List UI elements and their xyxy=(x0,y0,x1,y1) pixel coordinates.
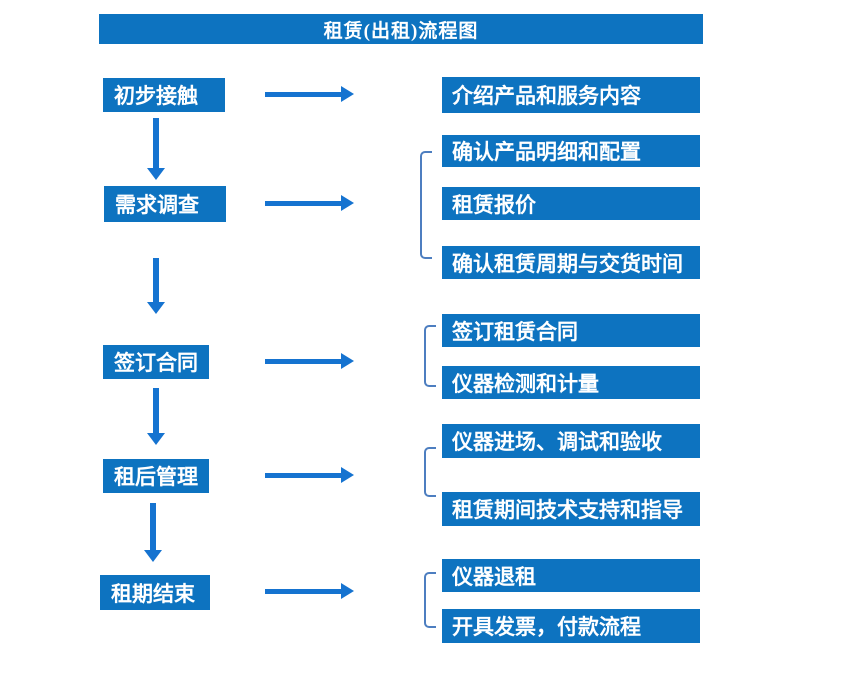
right-arrow-icon xyxy=(265,467,354,483)
down-arrow-icon xyxy=(147,388,165,445)
detail-label: 租赁报价 xyxy=(452,192,536,217)
right-arrow-icon xyxy=(265,195,354,211)
detail-box-instrument-setup-acceptance: 仪器进场、调试和验收 xyxy=(442,424,700,458)
detail-box-introduce-products: 介绍产品和服务内容 xyxy=(442,77,700,113)
detail-label: 开具发票，付款流程 xyxy=(452,615,641,639)
detail-label: 仪器退租 xyxy=(452,564,536,589)
flowchart-title: 租赁(出租)流程图 xyxy=(323,20,479,42)
detail-box-technical-support: 租赁期间技术支持和指导 xyxy=(442,492,700,526)
step-box-rental-end: 租期结束 xyxy=(100,575,210,610)
detail-label: 仪器检测和计量 xyxy=(452,371,599,396)
group-bracket xyxy=(424,572,436,628)
group-bracket xyxy=(420,151,432,259)
right-arrow-icon xyxy=(265,353,354,369)
detail-label: 签订租赁合同 xyxy=(452,319,578,344)
detail-box-confirm-period-delivery: 确认租赁周期与交货时间 xyxy=(442,246,700,279)
down-arrow-icon xyxy=(147,118,165,180)
detail-box-invoice-payment: 开具发票，付款流程 xyxy=(442,609,700,643)
right-arrow-icon xyxy=(265,86,354,102)
step-label: 签订合同 xyxy=(114,351,198,375)
detail-box-sign-rental-contract: 签订租赁合同 xyxy=(442,314,700,347)
detail-box-rental-quote: 租赁报价 xyxy=(442,187,700,220)
detail-box-confirm-product-config: 确认产品明细和配置 xyxy=(442,135,700,167)
detail-box-instrument-testing: 仪器检测和计量 xyxy=(442,366,700,399)
group-bracket xyxy=(424,325,436,387)
right-arrow-icon xyxy=(265,583,354,599)
step-label: 租后管理 xyxy=(114,465,198,489)
step-box-initial-contact: 初步接触 xyxy=(103,78,225,112)
down-arrow-icon xyxy=(144,503,162,562)
step-box-sign-contract: 签订合同 xyxy=(103,345,209,379)
detail-box-instrument-return: 仪器退租 xyxy=(442,559,700,592)
detail-label: 确认租赁周期与交货时间 xyxy=(452,251,683,276)
step-box-post-rental-management: 租后管理 xyxy=(103,459,209,493)
down-arrow-icon xyxy=(147,258,165,314)
step-label: 初步接触 xyxy=(114,84,198,108)
flowchart-title-bar: 租赁(出租)流程图 xyxy=(99,14,703,44)
step-label: 需求调查 xyxy=(115,193,199,217)
detail-label: 介绍产品和服务内容 xyxy=(452,84,641,108)
detail-label: 租赁期间技术支持和指导 xyxy=(452,498,683,522)
group-bracket xyxy=(424,447,436,497)
detail-label: 确认产品明细和配置 xyxy=(452,140,641,164)
step-label: 租期结束 xyxy=(111,581,195,606)
step-box-demand-survey: 需求调查 xyxy=(104,186,226,222)
detail-label: 仪器进场、调试和验收 xyxy=(452,430,662,454)
